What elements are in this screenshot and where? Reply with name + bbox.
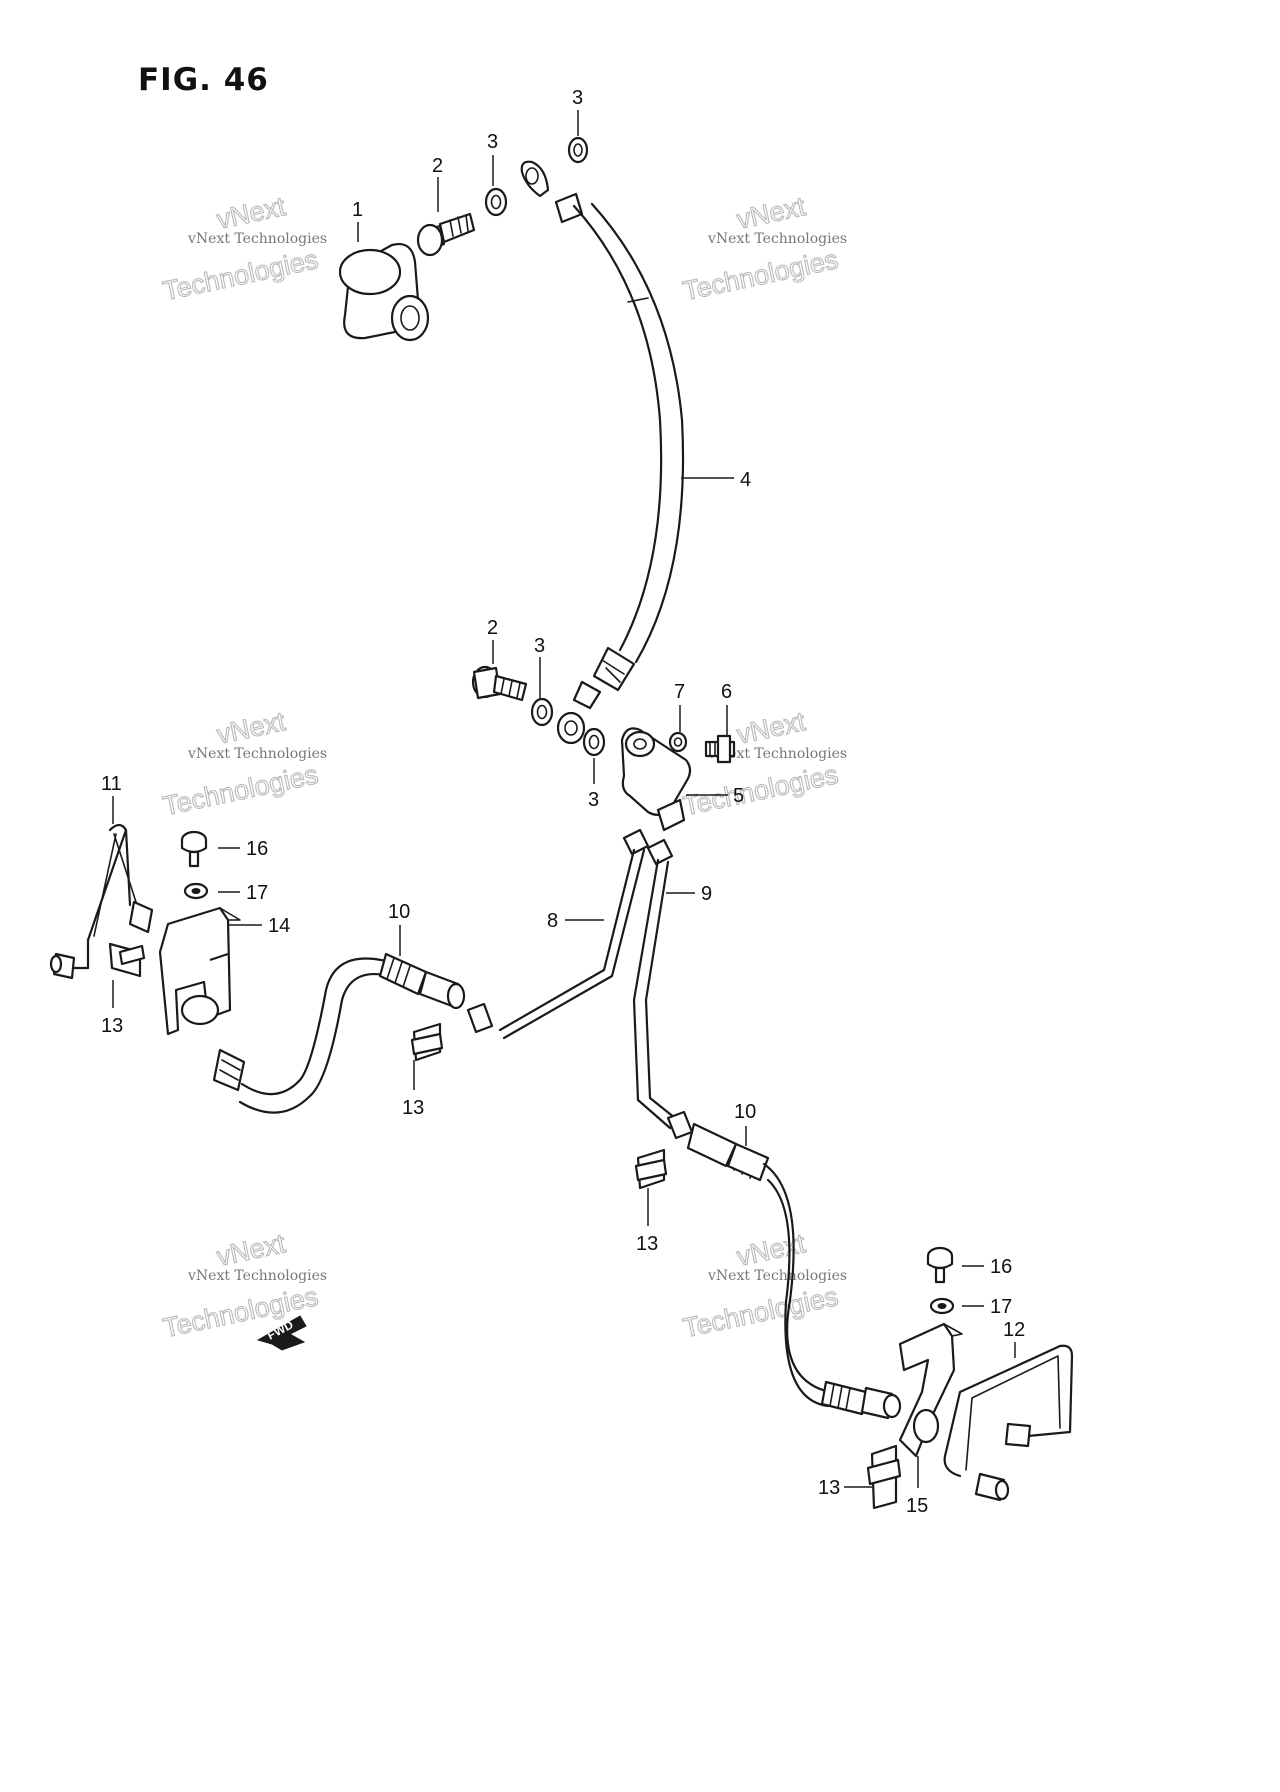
callout-16-left: 16 xyxy=(246,838,268,860)
callout-7: 7 xyxy=(674,681,685,703)
part-10-flexible-hose-left xyxy=(212,952,466,1114)
part-2-union-bolt-upper xyxy=(416,212,476,257)
callout-9: 9 xyxy=(701,883,712,905)
svg-text:vNext Technologies: vNext Technologies xyxy=(707,231,847,247)
svg-text:vNext: vNext xyxy=(734,191,808,235)
callout-2-lower: 2 xyxy=(487,617,498,639)
callout-13-middle: 13 xyxy=(402,1097,424,1119)
part-16-bolt-left xyxy=(180,830,240,868)
callout-13-right-upper: 13 xyxy=(636,1233,658,1255)
svg-text:vNext Technologies: vNext Technologies xyxy=(187,231,327,247)
svg-text:vNext: vNext xyxy=(734,706,808,750)
part-3-washer-top xyxy=(567,136,589,164)
callout-3-lower-b: 3 xyxy=(588,789,599,811)
svg-text:Technologies: Technologies xyxy=(680,759,840,821)
callout-3-upper: 3 xyxy=(487,131,498,153)
callout-17-left: 17 xyxy=(246,882,268,904)
callout-labels: 1 2 3 3 4 2 3 3 7 6 5 9 8 11 16 17 14 10… xyxy=(101,87,1025,1517)
callout-14: 14 xyxy=(268,915,290,937)
callout-12: 12 xyxy=(1003,1319,1025,1341)
part-16-bolt-right xyxy=(926,1246,984,1284)
part-13-clamp-right-lower xyxy=(844,1444,902,1510)
callout-2-upper: 2 xyxy=(432,155,443,177)
figure-title: FIG. 46 xyxy=(138,62,269,98)
part-17-washer-left xyxy=(183,882,240,900)
callout-3-top: 3 xyxy=(572,87,583,109)
callout-3-lower-a: 3 xyxy=(534,635,545,657)
part-2-union-bolt-lower xyxy=(471,665,528,702)
svg-text:vNext Technologies: vNext Technologies xyxy=(707,746,847,762)
svg-text:Technologies: Technologies xyxy=(160,759,320,821)
svg-text:vNext Technologies: vNext Technologies xyxy=(707,1268,847,1284)
svg-text:Technologies: Technologies xyxy=(160,244,320,306)
callout-11: 11 xyxy=(101,773,122,795)
callout-4: 4 xyxy=(740,469,751,491)
svg-text:vNext: vNext xyxy=(214,191,288,235)
watermark-top-left: vNext vNext Technologies Technologies xyxy=(160,191,327,307)
part-3-washer-upper xyxy=(484,187,508,217)
callout-5: 5 xyxy=(733,785,744,807)
part-10-flexible-hose-right xyxy=(686,1122,902,1420)
callout-17-right: 17 xyxy=(990,1296,1012,1318)
part-6-bolt xyxy=(704,734,736,764)
svg-text:Technologies: Technologies xyxy=(160,1281,320,1343)
part-7-washer xyxy=(668,731,688,753)
part-12-brake-pipe xyxy=(943,1342,1074,1502)
svg-text:vNext: vNext xyxy=(734,1228,808,1272)
svg-text:vNext: vNext xyxy=(214,706,288,750)
svg-text:vNext: vNext xyxy=(214,1228,288,1272)
callout-13-right-lower: 13 xyxy=(818,1477,840,1499)
callout-6: 6 xyxy=(721,681,732,703)
part-13-clamp-middle xyxy=(410,1022,444,1062)
part-8-brake-pipe xyxy=(466,828,650,1040)
leader-lines xyxy=(112,110,747,1226)
part-3-washer-lower-a xyxy=(530,697,554,727)
part-15-bracket xyxy=(898,1322,963,1488)
fwd-direction-arrow: FWD xyxy=(256,1315,307,1351)
part-11-brake-pipe xyxy=(49,823,154,980)
svg-text:Technologies: Technologies xyxy=(680,244,840,306)
watermark-middle-right: vNext vNext Technologies Technologies xyxy=(680,706,847,822)
part-13-clamp-right-upper xyxy=(634,1148,668,1190)
part-3-washer-lower-b xyxy=(582,727,606,757)
part-1-union-joint xyxy=(338,243,430,342)
callout-10-left: 10 xyxy=(388,901,410,923)
callout-15: 15 xyxy=(906,1495,928,1517)
callout-8: 8 xyxy=(547,910,558,932)
part-17-washer-right xyxy=(929,1297,984,1315)
callout-13-left: 13 xyxy=(101,1015,123,1037)
part-9-brake-pipe xyxy=(632,838,695,1140)
part-14-bracket xyxy=(158,906,262,1036)
svg-text:vNext Technologies: vNext Technologies xyxy=(187,1268,327,1284)
callout-1: 1 xyxy=(352,199,363,221)
watermark-bottom-right: vNext vNext Technologies Technologies xyxy=(680,1228,847,1344)
svg-text:Technologies: Technologies xyxy=(680,1281,840,1343)
callout-10-right: 10 xyxy=(734,1101,756,1123)
part-4-front-brake-hose xyxy=(520,160,734,745)
callout-16-right: 16 xyxy=(990,1256,1012,1278)
watermark-top-right: vNext vNext Technologies Technologies xyxy=(680,191,847,307)
watermark-middle-left: vNext vNext Technologies Technologies xyxy=(160,706,327,822)
part-13-clamp-left xyxy=(108,942,146,978)
svg-text:vNext Technologies: vNext Technologies xyxy=(187,746,327,762)
part-5-three-way-joint xyxy=(620,727,728,832)
